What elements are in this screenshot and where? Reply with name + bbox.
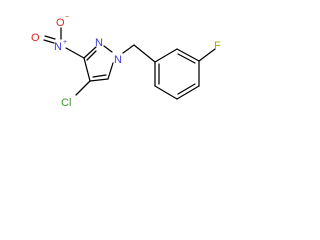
atom-nitro-n-label: N [54,41,62,53]
bond-n1-n2 [103,45,113,53]
atom-o-charge: − [65,14,69,21]
bond-c3-c4 [83,57,91,82]
atom-cl-label: Cl [61,97,71,109]
bond-n2-c3-double [86,50,97,61]
atom-nitro-n-charge: + [63,39,67,46]
bond-c4-cl [75,80,91,96]
bond-benz-5 [154,85,178,100]
bond-c5-n1 [107,62,114,80]
bond-ch2-ring [133,44,156,63]
structure-svg: N N N + O O − Cl F [31,14,221,109]
bond-c4-c5 [89,78,109,82]
bond-benz-f [198,48,216,62]
bond-benz-1 [154,48,178,63]
bond-nitro-o-double-a [43,39,55,44]
atom-f-label: F [214,40,221,52]
atom-n1-label: N [114,54,122,66]
bond-benz-2 [176,48,200,62]
bond-c3-nitro [65,47,85,59]
bond-c4-c5-double [92,74,107,78]
bond-nitro-o-double-b [44,35,56,40]
atom-o-double-label: O [31,32,40,44]
molecule-structure-diagram: N N N + O O − Cl F [0,0,241,118]
bond-benz-4-double [177,83,196,95]
atom-n2-label: N [95,37,103,49]
bond-n1-ch2 [122,44,135,54]
bond-n2-c3 [83,46,97,59]
bond-benz-4 [176,85,200,100]
atom-o-single-label: O [56,17,65,29]
bond-benz-2-double [177,53,196,64]
